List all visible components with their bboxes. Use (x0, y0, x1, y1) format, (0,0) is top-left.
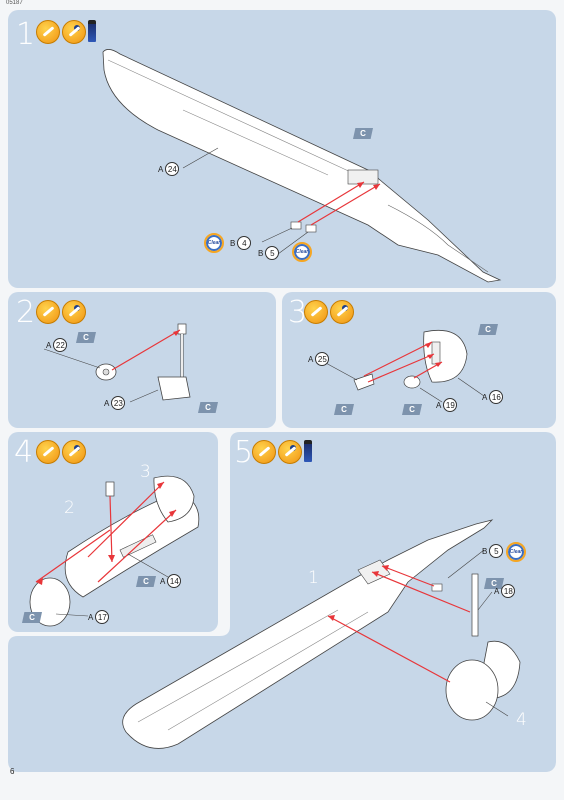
sprue-badge: C (334, 404, 354, 415)
step-2-parts-drawing (43, 323, 191, 403)
paint-pot-icon (88, 20, 96, 42)
paint-brush-icon (330, 300, 354, 324)
step-3-parts-drawing (323, 329, 485, 403)
paint-brush-icon (62, 440, 86, 464)
document-ref-code: 05187 (6, 0, 23, 6)
step-number: 3 (288, 295, 308, 330)
step-5-icons (252, 440, 312, 464)
clear-paint-icon: Clear (292, 242, 312, 262)
step-number: 2 (16, 295, 36, 330)
glue-icon (36, 440, 60, 464)
step-number: 4 (14, 435, 34, 470)
step-number: 5 (234, 435, 254, 470)
sub-ref-label: 3 (140, 462, 151, 482)
step-3-icons (304, 300, 354, 324)
glue-icon (252, 440, 276, 464)
sub-ref-label: 1 (308, 568, 319, 588)
page-number: 6 (10, 767, 15, 776)
paint-pot-icon (304, 440, 312, 462)
sprue-badge: C (198, 402, 218, 413)
sprue-badge: C (22, 612, 42, 623)
sprue-badge: C (76, 332, 96, 343)
clear-paint-icon: Clear (204, 233, 224, 253)
step-2-icons (36, 300, 86, 324)
step-5-assembly-drawing (122, 519, 521, 749)
paint-brush-icon (278, 440, 302, 464)
step-4-icons (36, 440, 86, 464)
glue-icon (304, 300, 328, 324)
sprue-badge: C (484, 578, 504, 589)
sprue-badge: C (136, 576, 156, 587)
fuselage-half-drawing (102, 49, 502, 283)
step-number: 1 (16, 17, 36, 52)
step-1-icons (36, 20, 96, 44)
glue-icon (36, 20, 60, 44)
sprue-badge: C (353, 128, 373, 139)
glue-icon (36, 300, 60, 324)
sprue-badge: C (478, 324, 498, 335)
sub-ref-label: 2 (64, 498, 75, 518)
paint-brush-icon (62, 300, 86, 324)
clear-paint-icon: Clear (506, 542, 526, 562)
paint-brush-icon (62, 20, 86, 44)
sub-ref-label: 4 (516, 710, 527, 730)
sprue-badge: C (402, 404, 422, 415)
step-5-panel-shape (8, 432, 556, 772)
